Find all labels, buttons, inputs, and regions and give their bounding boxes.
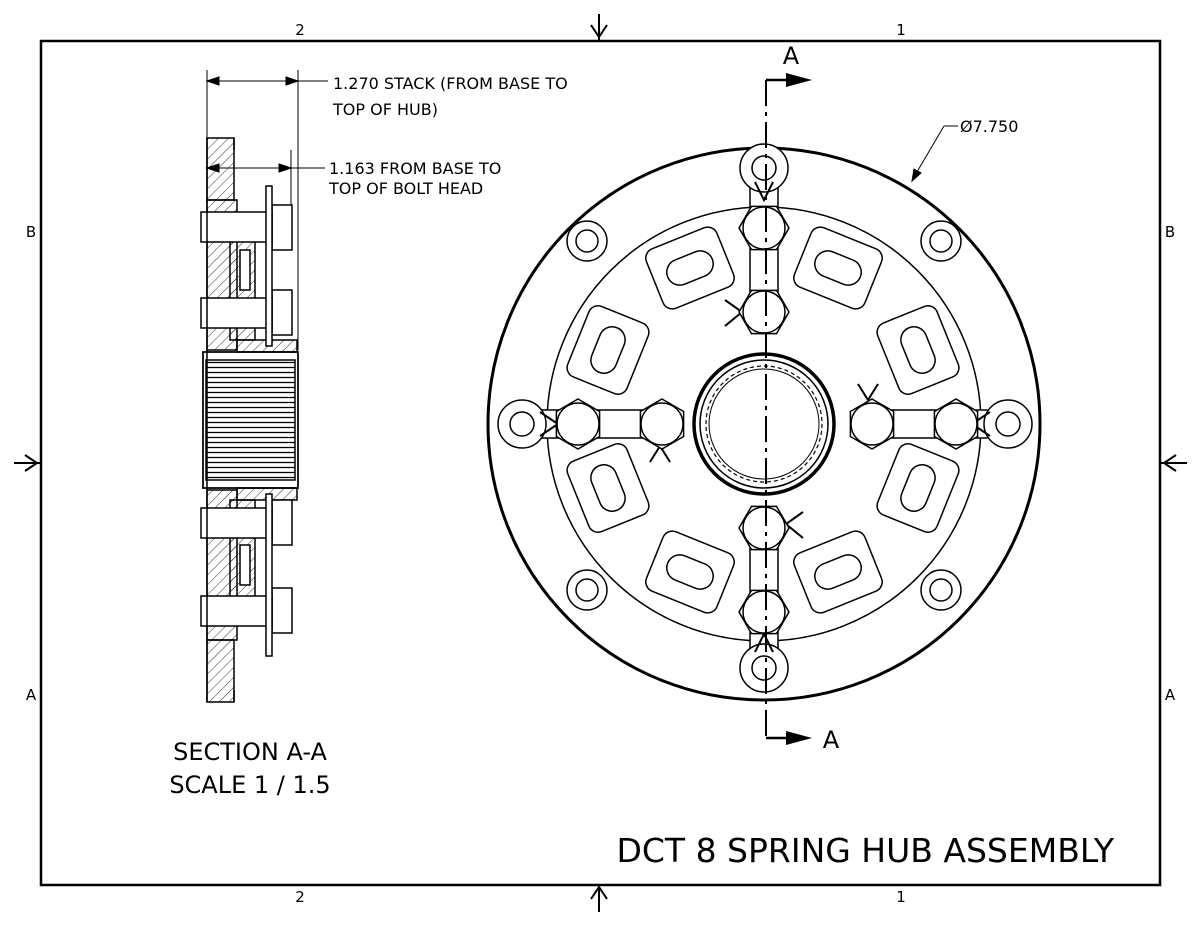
drawing-title: DCT 8 SPRING HUB ASSEMBLY xyxy=(616,831,1114,870)
section-label-top: A xyxy=(783,42,800,70)
zone-label-left-a: A xyxy=(26,686,37,704)
bolt-dimension-line1: 1.163 FROM BASE TO xyxy=(329,159,501,178)
centering-marks xyxy=(14,14,1187,912)
zone-label-left-b: B xyxy=(26,223,36,241)
bolt-dimension-line2: TOP OF BOLT HEAD xyxy=(328,179,483,198)
zone-label-bottom-1: 1 xyxy=(896,888,906,906)
zone-label-top-2: 2 xyxy=(295,21,305,39)
section-view-title: SECTION A-A xyxy=(173,738,327,766)
zone-label-right-a: A xyxy=(1165,686,1176,704)
section-label-bottom: A xyxy=(823,726,840,754)
spring-pockets xyxy=(566,226,960,614)
diameter-callout: Ø7.750 xyxy=(960,117,1018,136)
hex-bolts xyxy=(555,205,979,635)
zone-label-bottom-2: 2 xyxy=(295,888,305,906)
zone-label-right-b: B xyxy=(1165,223,1175,241)
diameter-leader xyxy=(911,125,958,183)
zone-label-top-1: 1 xyxy=(896,21,906,39)
section-view-drawing xyxy=(200,137,299,703)
flange-holes xyxy=(566,220,962,611)
section-dimensions xyxy=(205,70,328,350)
section-cut-line xyxy=(765,73,812,745)
stack-dimension-line1: 1.270 STACK (FROM BASE TO xyxy=(333,74,568,93)
stack-dimension-line2: TOP OF HUB) xyxy=(332,100,438,119)
section-view-scale: SCALE 1 / 1.5 xyxy=(169,771,330,799)
